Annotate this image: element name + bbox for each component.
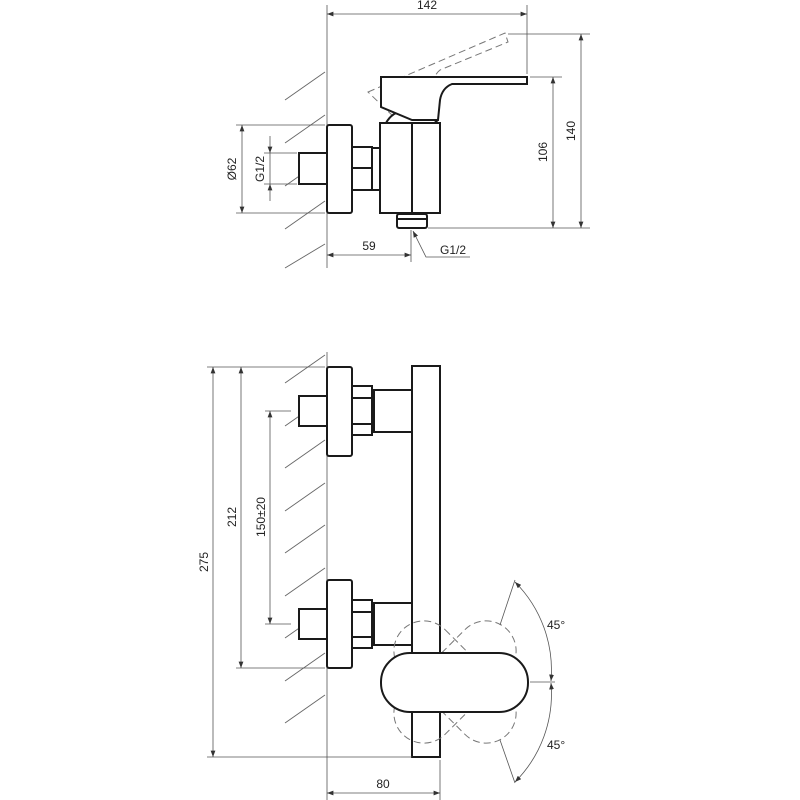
lever-handle — [380, 76, 528, 121]
dim-212-label: 212 — [225, 507, 239, 527]
dim-150-label: 150±20 — [254, 497, 268, 537]
front-view: 45° 45° 275 212 150±20 80 — [197, 352, 565, 800]
wall-flange — [326, 124, 353, 214]
upper-flange — [326, 366, 353, 457]
lower-flange — [326, 579, 353, 669]
dim-142-label: 142 — [417, 0, 437, 12]
outlet-thread-leader — [412, 230, 470, 258]
nut-ring — [371, 147, 381, 191]
dim-inlet-thread-label: G1/2 — [253, 156, 267, 182]
angle-arc-down — [514, 682, 554, 783]
handle-lever — [380, 652, 529, 713]
side-view: 142 106 140 Ø62 G1/2 59 G1/2 — [225, 0, 590, 269]
outlet-thread-label: G1/2 — [440, 243, 466, 257]
dim-diameter-62-label: Ø62 — [225, 157, 239, 180]
outlet-connector — [396, 213, 428, 229]
lower-adapter — [373, 602, 413, 646]
valve-body — [379, 122, 441, 214]
lower-nut — [351, 599, 373, 649]
angle-up-label: 45° — [547, 618, 565, 632]
upper-nut — [351, 385, 373, 436]
dim-80-label: 80 — [376, 777, 390, 791]
dim-275-label: 275 — [197, 552, 211, 572]
dim-140-label: 140 — [564, 121, 578, 141]
upper-adapter — [373, 389, 413, 433]
angle-arc-up — [514, 581, 554, 682]
angle-down-label: 45° — [547, 738, 565, 752]
inlet-pipe — [298, 152, 328, 185]
lower-inlet-pipe — [298, 608, 328, 640]
dim-106-label: 106 — [536, 142, 550, 162]
upper-inlet-pipe — [298, 395, 328, 427]
dim-59-label: 59 — [362, 239, 376, 253]
